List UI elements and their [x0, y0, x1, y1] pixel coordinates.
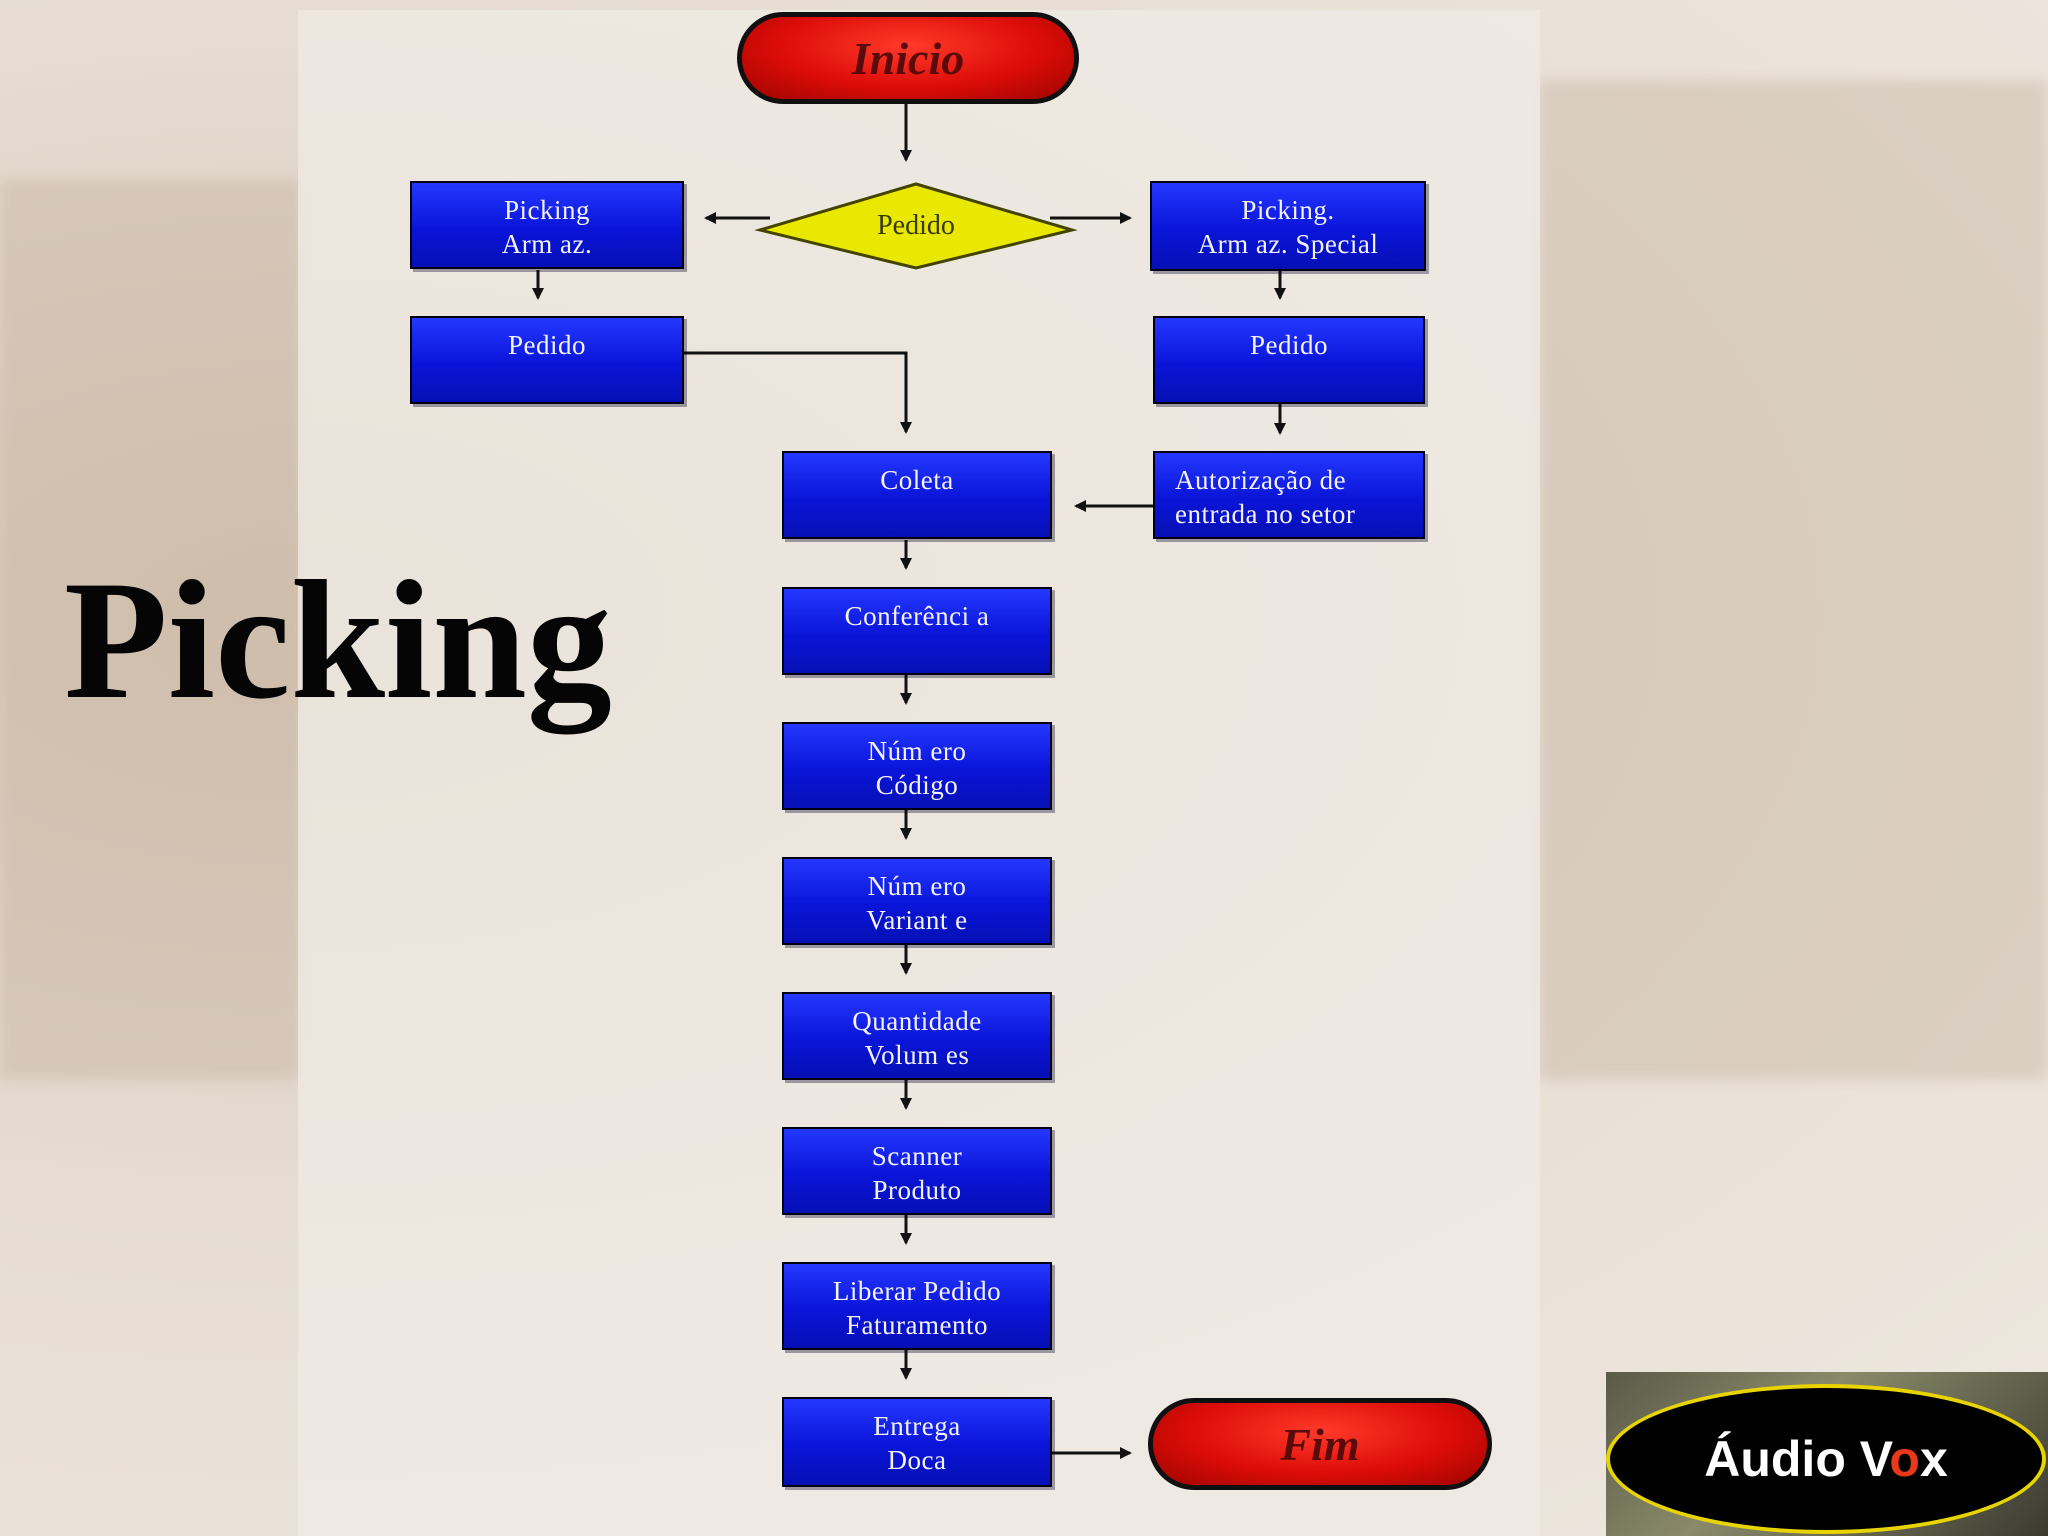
box-picking-armaz: Picking Arm az.: [410, 181, 684, 269]
decision-diamond: [754, 182, 1078, 270]
box-conferencia: Conferênci a: [782, 587, 1052, 675]
background-blur: [1540, 80, 2048, 1080]
box-label: Núm ero Variant e: [866, 871, 968, 935]
box-label: Conferênci a: [844, 601, 990, 631]
box-numero-codigo: Núm ero Código: [782, 722, 1052, 810]
box-label: Entrega Doca: [873, 1411, 961, 1475]
box-autorizacao: Autorização de entrada no setor: [1153, 451, 1425, 539]
decision-label: Pedido: [877, 210, 955, 241]
box-label: Pedido: [1249, 330, 1328, 360]
box-label: Coleta: [880, 465, 954, 495]
box-left-pedido: Pedido: [410, 316, 684, 404]
end-terminal: Fim: [1148, 1398, 1492, 1490]
slide-title: Picking: [64, 546, 612, 734]
box-label: Quantidade Volum es: [852, 1006, 982, 1070]
box-label: Núm ero Código: [867, 736, 967, 800]
box-label: Liberar Pedido Faturamento: [832, 1276, 1002, 1340]
box-scanner-produto: Scanner Produto: [782, 1127, 1052, 1215]
box-liberar-pedido: Liberar Pedido Faturamento: [782, 1262, 1052, 1350]
box-label: Scanner Produto: [871, 1141, 963, 1205]
logo-badge: Áudio Vox: [1606, 1384, 2046, 1534]
box-label: Autorização de entrada no setor: [1175, 465, 1356, 529]
box-label: Pedido: [507, 330, 586, 360]
logo-text: Áudio Vox: [1704, 1431, 1948, 1487]
box-coleta: Coleta: [782, 451, 1052, 539]
box-label: Picking. Arm az. Special: [1197, 195, 1379, 259]
box-quantidade-volumes: Quantidade Volum es: [782, 992, 1052, 1080]
arrow-left-pedido-coleta: [683, 351, 912, 434]
box-numero-variante: Núm ero Variant e: [782, 857, 1052, 945]
audio-vox-logo: Áudio Vox: [1606, 1372, 2048, 1536]
background-blur: [0, 180, 300, 1080]
start-terminal: Inicio: [737, 12, 1079, 104]
box-right-pedido: Pedido: [1153, 316, 1425, 404]
box-picking-armaz-special: Picking. Arm az. Special: [1150, 181, 1426, 271]
box-entrega-doca: Entrega Doca: [782, 1397, 1052, 1487]
box-label: Picking Arm az.: [501, 195, 593, 259]
